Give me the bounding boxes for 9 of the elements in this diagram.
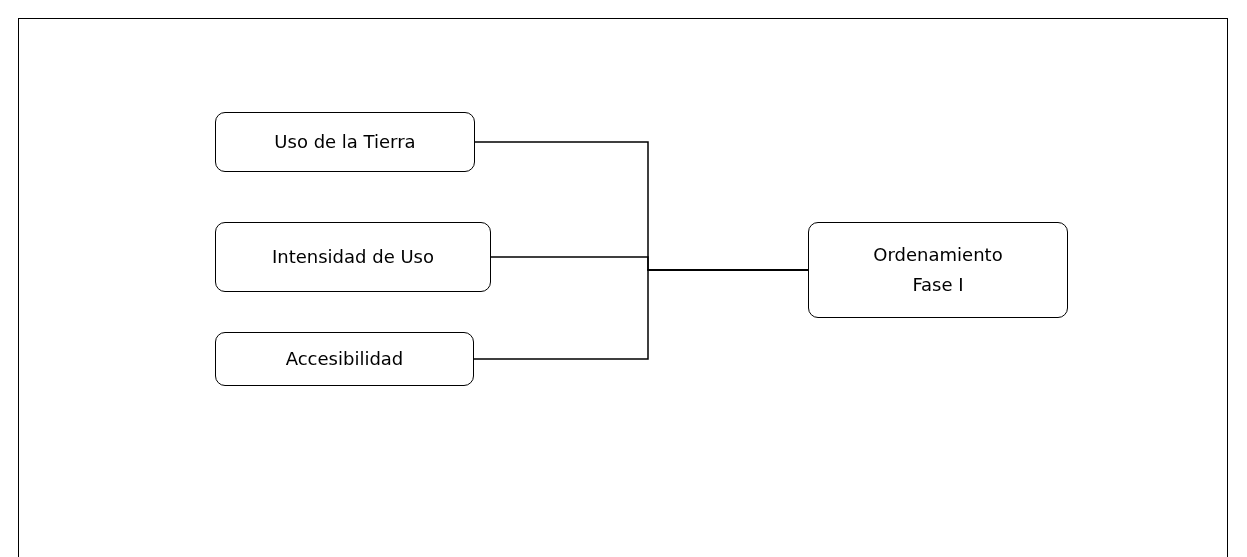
process-box bbox=[215, 332, 474, 386]
box-label: Uso de la Tierra bbox=[274, 130, 416, 154]
process-box bbox=[215, 112, 475, 172]
box-label: Accesibilidad bbox=[285, 347, 404, 371]
box-label: Intensidad de Uso bbox=[272, 245, 434, 269]
connector-line bbox=[473, 269, 809, 360]
process-box bbox=[215, 222, 491, 292]
box-label: Ordenamiento Fase I bbox=[872, 243, 1004, 297]
process-box bbox=[808, 222, 1068, 318]
